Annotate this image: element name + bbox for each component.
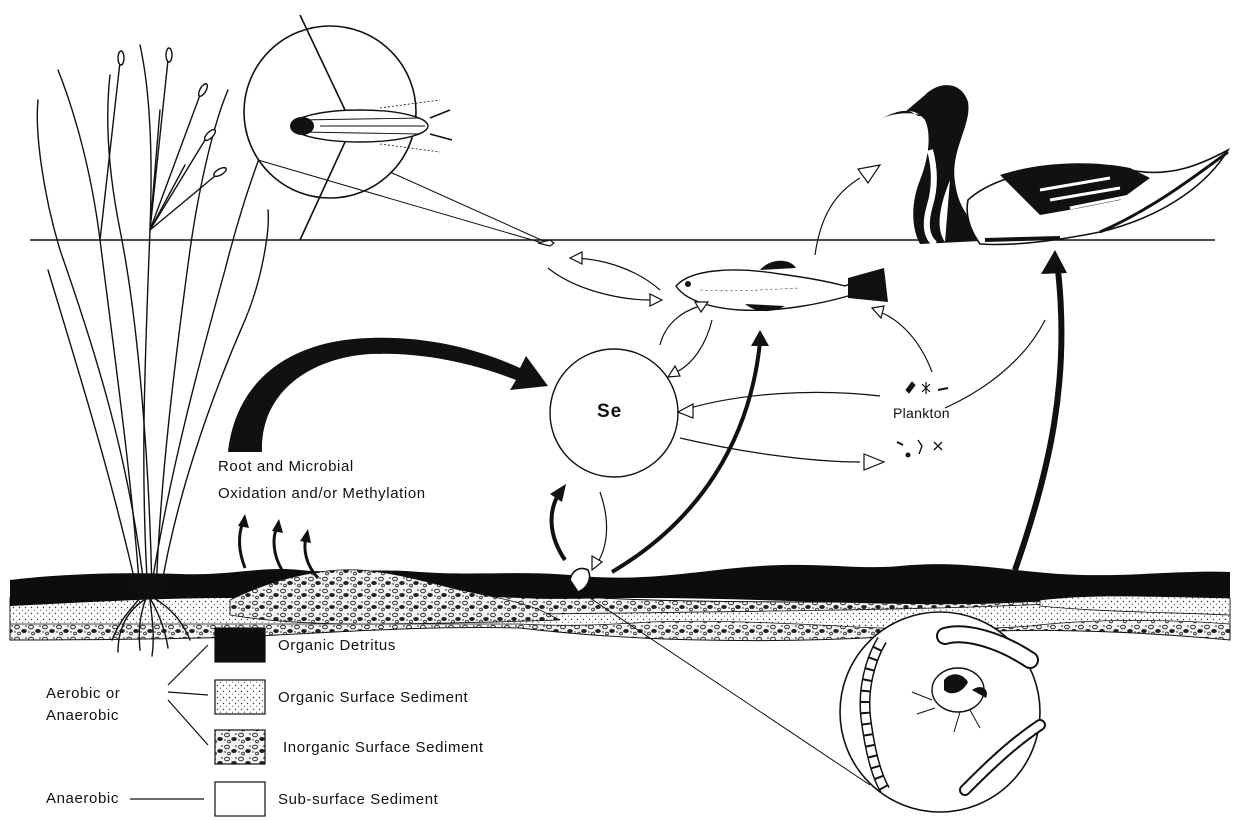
arrow-invertebrates-to-duck [1015, 270, 1061, 570]
legend-bracket-aerobic [168, 645, 208, 745]
plankton-label: Plankton [893, 405, 950, 421]
legend-condition-aerobic-line2: Anaerobic [46, 707, 119, 724]
emergent-plant-illustration [37, 45, 268, 656]
fish-illustration [676, 261, 888, 311]
arrow-sediment-to-se [552, 492, 565, 560]
sediment-layers [10, 564, 1230, 640]
legend-swatch-inorganic-surface-sediment [215, 730, 265, 764]
arrow-plankton-to-duck [945, 320, 1045, 408]
pintail-duck-illustration [882, 85, 1228, 244]
arrow-se-to-sediment [598, 492, 607, 562]
water-boatman-magnifier [244, 15, 554, 246]
legend-swatch-sub-surface-sediment [215, 782, 265, 816]
legend-condition-aerobic-line1: Aerobic or [46, 685, 120, 702]
arrow-plankton-to-fish [880, 312, 932, 372]
legend-swatch-organic-detritus [215, 628, 265, 662]
arrow-fish-to-duck [815, 178, 860, 255]
arrow-plankton-to-se [690, 392, 880, 408]
process-label-line1: Root and Microbial [218, 458, 354, 475]
legend-label-sub-surface-sediment: Sub-surface Sediment [278, 791, 438, 808]
legend-condition-anaerobic: Anaerobic [46, 790, 119, 807]
arrow-fish-to-insect [570, 258, 660, 290]
arrow-root-oxidation-to-se [228, 338, 548, 452]
arrow-se-to-plankton [680, 438, 860, 462]
legend [130, 628, 265, 816]
legend-label-inorganic-surface-sediment: Inorganic Surface Sediment [283, 739, 484, 756]
legend-label-organic-surface-sediment: Organic Surface Sediment [278, 689, 468, 706]
arrow-se-to-fish [660, 306, 700, 345]
legend-swatch-organic-surface-sediment [215, 680, 265, 714]
process-label-line2: Oxidation and/or Methylation [218, 485, 426, 502]
legend-label-organic-detritus: Organic Detritus [278, 637, 396, 654]
arrow-fish-to-se [676, 320, 712, 372]
selenium-label: Se [597, 401, 622, 423]
